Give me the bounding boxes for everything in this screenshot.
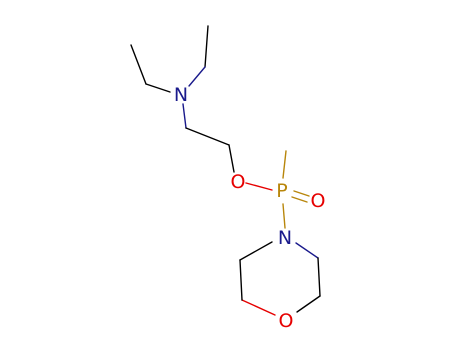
bond-n-c-right <box>295 242 319 259</box>
atom-labels: N O P O N O <box>174 84 326 332</box>
bond-c-right-c-right <box>317 257 321 297</box>
atom-n-amine: N <box>174 84 188 106</box>
bond-p-oxo-1 <box>293 190 310 197</box>
bond-p-n <box>282 203 286 229</box>
bond-c-right-o <box>296 295 321 313</box>
bond-ch2-o <box>228 144 235 173</box>
bond-n-ch2 <box>182 103 187 129</box>
bond-ch2-ch2 <box>185 127 230 146</box>
bond-o-p <box>245 182 273 191</box>
bonds <box>130 25 321 316</box>
bond-ethyl1-ch2-n <box>145 83 171 93</box>
atom-o-morpholine: O <box>279 310 294 332</box>
bond-ethyl2-ch2-n <box>188 66 206 87</box>
bond-p-oxo-2 <box>291 196 308 203</box>
bond-o-c-left <box>241 299 276 316</box>
atom-o-ester: O <box>231 171 246 193</box>
bond-p-methyl <box>282 150 287 179</box>
bond-c-left-n <box>239 241 273 261</box>
atom-n-morpholine: N <box>278 227 292 249</box>
bond-ethyl2-ch3-ch2 <box>204 25 209 68</box>
bond-c-left-c-left <box>239 259 243 301</box>
atom-p: P <box>276 180 287 202</box>
atom-o-oxo: O <box>311 190 326 212</box>
bond-ethyl1-ch3-ch2 <box>130 44 147 85</box>
